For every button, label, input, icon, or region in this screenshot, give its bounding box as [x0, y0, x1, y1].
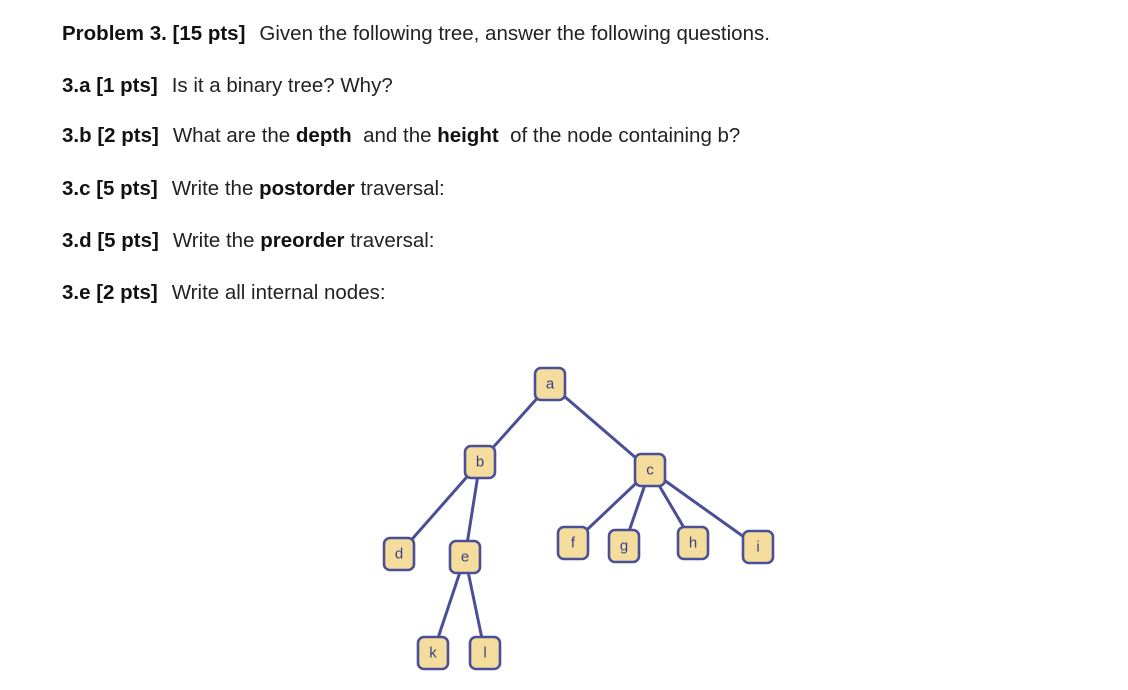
- tree-node-label-l: l: [483, 645, 486, 662]
- question-3a-label: 3.a [1 pts]: [62, 74, 158, 97]
- tree-node-f: f: [556, 525, 590, 561]
- tree-edge-c-i: [648, 468, 760, 549]
- question-3c-text-2: traversal:: [354, 177, 445, 200]
- question-3a-text: Is it a binary tree? Why?: [171, 74, 393, 97]
- question-3d: 3.d [5 pts] Write the preorder traversal:: [62, 229, 435, 253]
- tree-node-label-e: e: [461, 549, 469, 566]
- tree-node-box-a: [533, 366, 567, 402]
- problem-heading: Problem 3. [15 pts] Given the following t…: [62, 22, 770, 46]
- tree-node-d: d: [382, 536, 416, 572]
- problem-label: Problem 3. [15 pts]: [62, 22, 246, 45]
- tree-node-box-k: [416, 635, 450, 671]
- question-3b-label: 3.b [2 pts]: [62, 124, 159, 147]
- tree-node-box-i: [741, 529, 775, 565]
- question-3b-depth: depth: [295, 124, 352, 147]
- question-3e-label: 3.e [2 pts]: [62, 281, 158, 304]
- tree-node-box-g: [607, 528, 641, 564]
- tree-node-i: i: [741, 529, 775, 565]
- question-3a: 3.a [1 pts] Is it a binary tree? Why?: [62, 74, 393, 98]
- question-3e: 3.e [2 pts] Write all internal nodes:: [62, 281, 386, 305]
- tree-node-box-h: [676, 525, 710, 561]
- question-3d-preorder: preorder: [260, 229, 345, 252]
- question-3d-text-1: Write the: [172, 229, 261, 252]
- tree-node-label-d: d: [395, 546, 403, 563]
- tree-node-box-l: [468, 635, 502, 671]
- tree-node-box-b: [463, 444, 497, 480]
- tree-node-label-c: c: [646, 462, 654, 479]
- question-3b-height: height: [437, 124, 499, 147]
- question-3b-text-2: and the: [363, 124, 438, 147]
- question-3b: 3.b [2 pts] What are the depth and the he…: [62, 124, 740, 148]
- tree-edges: [397, 382, 760, 655]
- question-3d-text-2: traversal:: [344, 229, 435, 252]
- tree-node-label-g: g: [620, 538, 628, 555]
- question-3b-text-3: of the node containing b?: [510, 124, 741, 147]
- tree-node-box-e: [448, 539, 482, 575]
- question-3c: 3.c [5 pts] Write the postorder traversal…: [62, 177, 445, 201]
- tree-node-box-d: [382, 536, 416, 572]
- question-3d-label: 3.d [5 pts]: [62, 229, 159, 252]
- question-3b-text-1: What are the: [172, 124, 296, 147]
- tree-node-label-a: a: [546, 376, 555, 393]
- tree-nodes: a b c d e f g h i k l: [382, 366, 775, 671]
- tree-node-a: a: [533, 366, 567, 402]
- tree-node-k: k: [416, 635, 450, 671]
- problem-text: Given the following tree, answer the fol…: [259, 22, 770, 45]
- tree-edge-a-c: [548, 382, 652, 472]
- tree-node-box-f: [556, 525, 590, 561]
- tree-node-c: c: [633, 452, 667, 488]
- tree-node-box-c: [633, 452, 667, 488]
- tree-node-label-f: f: [571, 535, 576, 552]
- question-3c-postorder: postorder: [259, 177, 355, 200]
- tree-node-e: e: [448, 539, 482, 575]
- tree-node-label-h: h: [689, 535, 697, 552]
- tree-node-label-i: i: [756, 539, 759, 556]
- tree-node-b: b: [463, 444, 497, 480]
- tree-node-g: g: [607, 528, 641, 564]
- tree-node-h: h: [676, 525, 710, 561]
- question-3c-text-1: Write the: [171, 177, 260, 200]
- tree-node-label-b: b: [476, 454, 484, 471]
- question-3e-text: Write all internal nodes:: [171, 281, 386, 304]
- tree-node-l: l: [468, 635, 502, 671]
- question-3c-label: 3.c [5 pts]: [62, 177, 158, 200]
- tree-node-label-k: k: [429, 645, 437, 662]
